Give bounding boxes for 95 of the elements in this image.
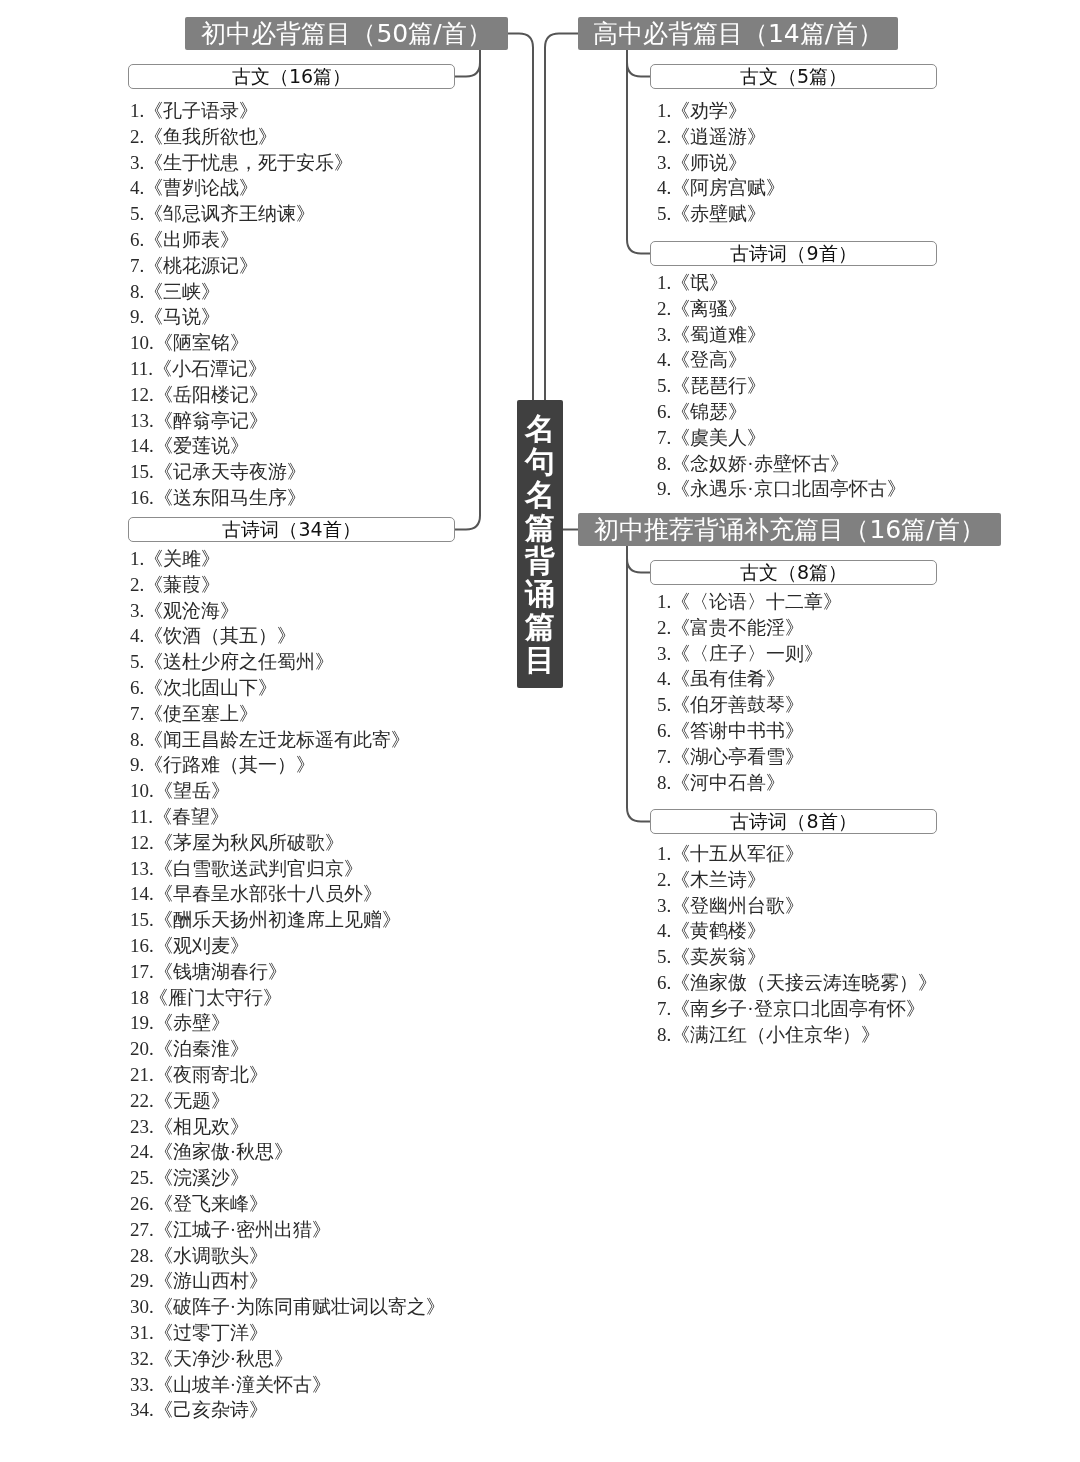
list-item: 25.《浣溪沙》 <box>130 1166 249 1191</box>
list-item: 1.《氓》 <box>657 271 729 295</box>
list-item: 24.《渔家傲·秋思》 <box>130 1140 294 1165</box>
list-item: 23.《相见欢》 <box>130 1114 249 1139</box>
list-item: 17.《钱塘湖春行》 <box>130 959 287 984</box>
connector-line <box>544 32 579 401</box>
list-item: 5.《琵琶行》 <box>657 374 767 399</box>
list-item: 3.《观沧海》 <box>130 598 240 623</box>
connector-line <box>507 32 534 401</box>
list-item: 1.《劝学》 <box>657 99 748 123</box>
list-item: 7.《南乡子·登京口北固亭有怀》 <box>657 996 925 1021</box>
list-item: 10.《陋室铭》 <box>130 331 249 356</box>
list-item: 26.《登飞来峰》 <box>130 1192 268 1216</box>
list-item: 14.《早春呈水部张十八员外》 <box>130 882 382 907</box>
category-box: 古文（5篇） <box>650 64 937 89</box>
list-item: 20.《泊秦淮》 <box>130 1037 249 1062</box>
list-item: 8.《闻王昌龄左迁龙标遥有此寄》 <box>130 727 411 752</box>
branch-box: 高中必背篇目（14篇/首） <box>578 17 898 50</box>
category-box: 古诗词（9首） <box>650 241 937 266</box>
list-item: 2.《富贵不能淫》 <box>657 615 805 640</box>
list-item: 5.《卖炭翁》 <box>657 945 767 970</box>
category-box: 古诗词（34首） <box>128 517 455 542</box>
list-item: 21.《夜雨寄北》 <box>130 1063 268 1087</box>
list-item: 4.《曹刿论战》 <box>130 176 259 201</box>
list-item: 5.《伯牙善鼓琴》 <box>657 693 805 718</box>
list-item: 13.《白雪歌送武判官归京》 <box>130 856 363 881</box>
list-item: 22.《无题》 <box>130 1088 230 1113</box>
list-item: 34.《己亥杂诗》 <box>130 1398 268 1423</box>
list-item: 2.《木兰诗》 <box>657 867 767 892</box>
connector-line <box>626 545 651 823</box>
connector-line <box>562 528 579 531</box>
list-item: 11.《春望》 <box>130 805 230 829</box>
list-item: 3.《师说》 <box>657 150 748 175</box>
list-item: 6.《出师表》 <box>130 228 240 252</box>
list-item: 11.《小石潭记》 <box>130 357 268 381</box>
list-item: 31.《过零丁洋》 <box>130 1321 268 1345</box>
list-item: 6.《渔家傲（天接云涛连晓雾）》 <box>657 971 938 995</box>
list-item: 4.《虽有佳肴》 <box>657 667 786 692</box>
list-item: 14.《爱莲说》 <box>130 434 249 459</box>
category-box: 古诗词（8首） <box>650 809 937 834</box>
list-item: 13.《醉翁亭记》 <box>130 408 268 433</box>
list-item: 15.《酬乐天扬州初逢席上见赠》 <box>130 908 401 933</box>
category-box: 古文（16篇） <box>128 64 455 89</box>
branch-box: 初中必背篇目（50篇/首） <box>185 17 508 50</box>
list-item: 8.《念奴娇·赤壁怀古》 <box>657 451 849 476</box>
topic-box: 名句名篇背诵篇目 <box>517 400 563 688</box>
list-item: 4.《阿房宫赋》 <box>657 176 786 201</box>
list-item: 12.《茅屋为秋风所破歌》 <box>130 830 344 855</box>
list-item: 2.《鱼我所欲也》 <box>130 124 278 149</box>
list-item: 3.《生于忧患，死于安乐》 <box>130 150 354 175</box>
list-item: 5.《赤壁赋》 <box>657 202 767 227</box>
list-item: 9.《马说》 <box>130 305 221 330</box>
list-item: 32.《天净沙·秋思》 <box>130 1346 294 1371</box>
list-item: 28.《水调歌头》 <box>130 1243 268 1268</box>
list-item: 12.《岳阳楼记》 <box>130 382 268 407</box>
list-item: 7.《湖心亭看雪》 <box>657 744 805 769</box>
list-item: 3.《〈庄子〉一则》 <box>657 641 824 666</box>
list-item: 33.《山坡羊·潼关怀古》 <box>130 1372 332 1397</box>
list-item: 3.《登幽州台歌》 <box>657 893 805 918</box>
list-item: 27.《江城子·密州出猎》 <box>130 1217 332 1242</box>
list-item: 2.《逍遥游》 <box>657 124 767 149</box>
list-item: 2.《离骚》 <box>657 296 748 321</box>
list-item: 4.《黄鹤楼》 <box>657 919 767 944</box>
list-item: 16.《送东阳马生序》 <box>130 486 306 510</box>
list-item: 7.《桃花源记》 <box>130 253 259 278</box>
list-item: 16.《观刈麦》 <box>130 934 249 958</box>
list-item: 8.《河中石兽》 <box>657 770 786 795</box>
list-item: 15.《记承天寺夜游》 <box>130 460 306 485</box>
list-item: 30.《破阵子·为陈同甫赋壮词以寄之》 <box>130 1295 446 1320</box>
list-item: 1.《孔子语录》 <box>130 99 259 123</box>
branch-box: 初中推荐背诵补充篇目（16篇/首） <box>578 513 1001 546</box>
list-item: 3.《蜀道难》 <box>657 322 767 347</box>
list-item: 29.《游山西村》 <box>130 1269 268 1294</box>
list-item: 4.《登高》 <box>657 348 748 373</box>
category-box: 古文（8篇） <box>650 560 937 585</box>
list-item: 8.《满江红（小住京华）》 <box>657 1022 881 1047</box>
list-item: 4.《饮酒（其五）》 <box>130 624 297 649</box>
list-item: 18《雁门太守行》 <box>130 985 282 1010</box>
list-item: 5.《送杜少府之任蜀州》 <box>130 650 335 675</box>
list-item: 10.《望岳》 <box>130 779 230 804</box>
connector-line <box>626 49 651 255</box>
list-item: 6.《锦瑟》 <box>657 400 748 424</box>
list-item: 7.《使至塞上》 <box>130 701 259 726</box>
list-item: 6.《答谢中书书》 <box>657 719 805 743</box>
list-item: 9.《永遇乐·京口北固亭怀古》 <box>657 477 906 502</box>
list-item: 1.《关雎》 <box>130 547 221 571</box>
list-item: 5.《邹忌讽齐王纳谏》 <box>130 202 316 227</box>
list-item: 19.《赤壁》 <box>130 1011 230 1036</box>
list-item: 6.《次北固山下》 <box>130 676 278 700</box>
list-item: 2.《蒹葭》 <box>130 572 221 597</box>
list-item: 1.《十五从军征》 <box>657 842 805 866</box>
list-item: 7.《虞美人》 <box>657 425 767 450</box>
list-item: 1.《〈论语〉十二章》 <box>657 590 843 614</box>
list-item: 8.《三峡》 <box>130 279 221 304</box>
list-item: 9.《行路难（其一）》 <box>130 753 316 778</box>
